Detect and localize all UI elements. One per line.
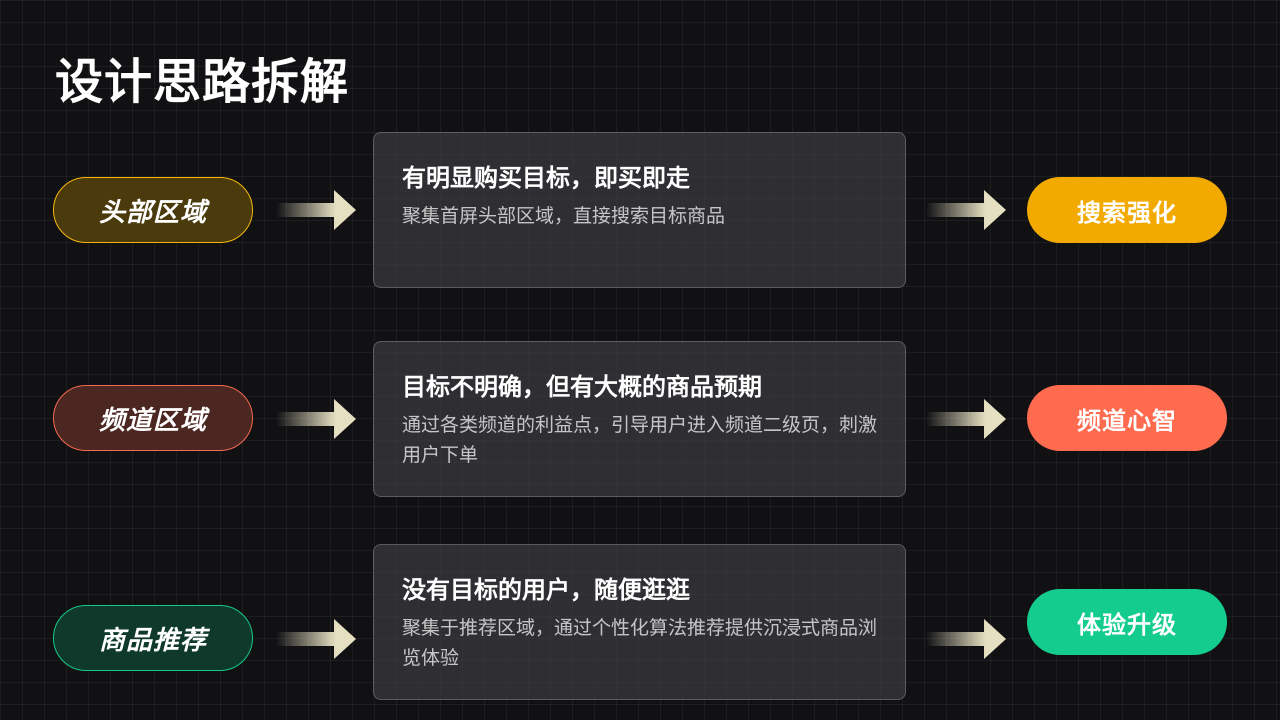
card-description: 通过各类频道的利益点，引导用户进入频道二级页，刺激用户下单 (402, 414, 878, 466)
card-heading: 有明显购买目标，即买即走 (402, 164, 690, 192)
arrow-right-icon (276, 619, 356, 659)
tag-product-recommend: 商品推荐 (53, 605, 253, 671)
flow-row-head: 头部区域 有明显购买目标，即买即走 聚集首屏头部区域，直接搜索目标商品 搜索强化 (0, 132, 1280, 288)
arrow-right-icon (926, 619, 1006, 659)
tag-channel-area: 频道区域 (53, 385, 253, 451)
tag-head-area: 头部区域 (53, 177, 253, 243)
strategy-card-recommend: 没有目标的用户，随便逛逛 聚集于推荐区域，通过个性化算法推荐提供沉浸式商品浏览体… (373, 544, 906, 700)
strategy-card-head: 有明显购买目标，即买即走 聚集首屏头部区域，直接搜索目标商品 (373, 132, 906, 288)
arrow-right-icon (276, 190, 356, 230)
result-channel-mindshare: 频道心智 (1027, 385, 1227, 451)
card-heading: 目标不明确，但有大概的商品预期 (402, 373, 762, 401)
result-experience-upgrade: 体验升级 (1027, 589, 1227, 655)
arrow-right-icon (926, 399, 1006, 439)
strategy-card-channel: 目标不明确，但有大概的商品预期 通过各类频道的利益点，引导用户进入频道二级页，刺… (373, 341, 906, 497)
card-description: 聚集于推荐区域，通过个性化算法推荐提供沉浸式商品浏览体验 (402, 617, 878, 669)
flow-row-channel: 频道区域 目标不明确，但有大概的商品预期 通过各类频道的利益点，引导用户进入频道… (0, 341, 1280, 497)
flow-row-recommend: 商品推荐 没有目标的用户，随便逛逛 聚集于推荐区域，通过个性化算法推荐提供沉浸式… (0, 544, 1280, 700)
arrow-right-icon (926, 190, 1006, 230)
page-title: 设计思路拆解 (55, 54, 350, 110)
result-search-boost: 搜索强化 (1027, 177, 1227, 243)
arrow-right-icon (276, 399, 356, 439)
card-description: 聚集首屏头部区域，直接搜索目标商品 (402, 205, 726, 227)
card-heading: 没有目标的用户，随便逛逛 (402, 576, 690, 604)
